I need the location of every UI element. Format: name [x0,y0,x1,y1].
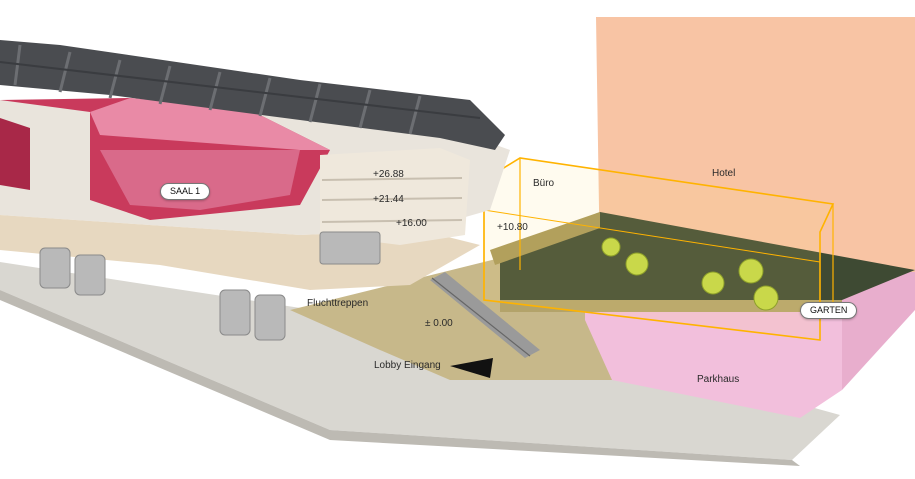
garden-trees [601,237,779,311]
saal-1-roof [90,98,330,150]
deck-underside [490,212,600,265]
saal-1-seating [100,150,300,210]
hotel-tower [596,17,915,272]
level-label-2688: +26.88 [373,169,404,180]
parkhaus-block [585,300,842,418]
level-label-000: ± 0.00 [425,318,453,329]
roof-grid [0,40,505,150]
parkhaus-side [842,272,915,390]
lobby-entrance-arrow [450,358,493,378]
garten-label: GARTEN [800,302,858,319]
lobby-entrance-label: Lobby Eingang [374,360,441,371]
garden-deck [500,212,915,300]
level-label-2144: +21.44 [373,194,404,205]
saal-1-front [0,118,30,190]
saal-1-label: SAAL 1 [160,183,211,200]
level-label-1600: +16.00 [396,218,427,229]
buero-label: Büro [533,178,555,189]
escalator [430,272,540,358]
fluchttreppen-label: Fluchttreppen [307,298,369,309]
level-label-1080: +10.80 [497,222,528,233]
stair-stacks [39,231,381,341]
parkhaus-label: Parkhaus [697,374,740,385]
hotel-label: Hotel [712,168,736,179]
